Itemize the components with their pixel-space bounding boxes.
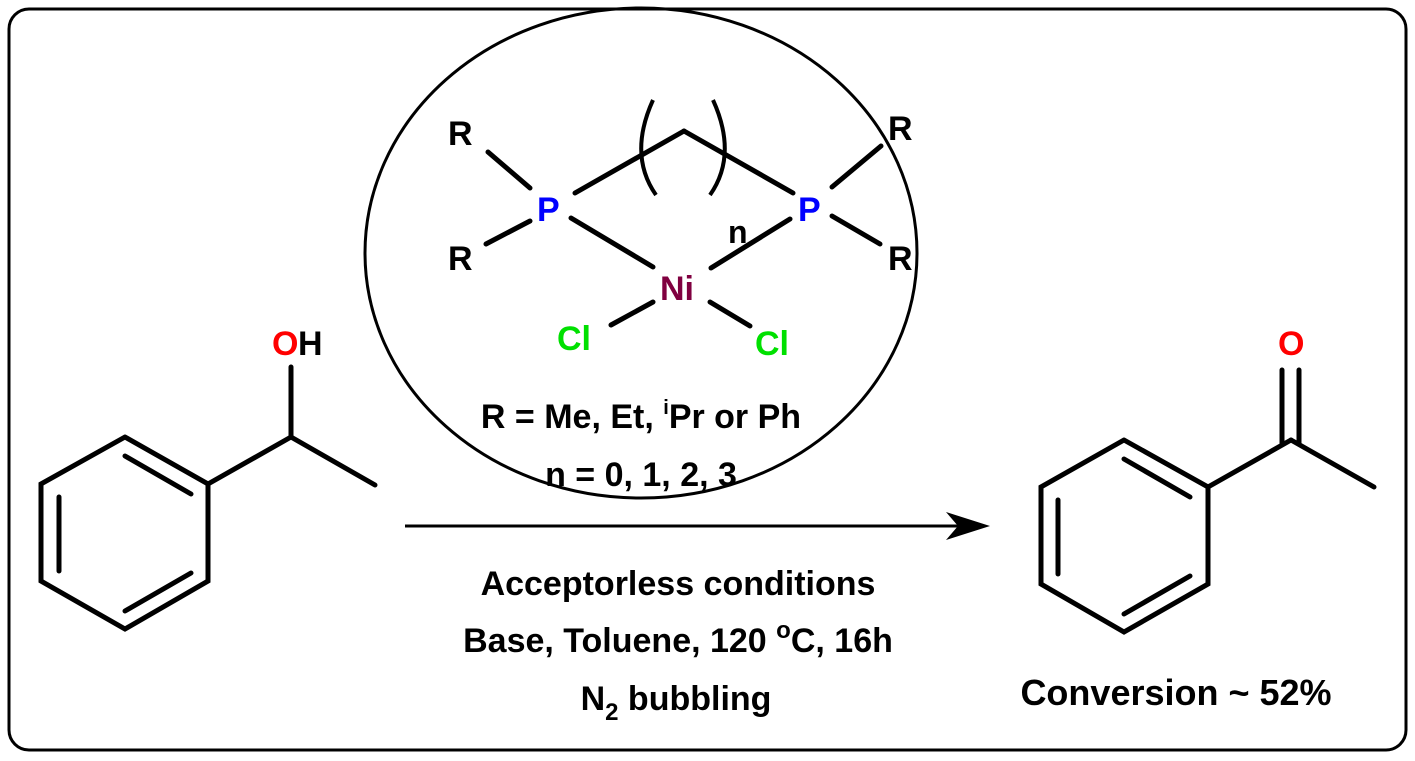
catalyst-phosphorus-right: P [798, 191, 821, 229]
catalyst-chlorine-left: Cl [557, 320, 591, 358]
catalyst-r-definition: R = Me, Et, iPr or Ph [481, 397, 801, 436]
catalyst-nickel: Ni [660, 270, 694, 308]
catalyst-chlorine-right: Cl [755, 325, 789, 363]
catalyst-r-top-right: R [888, 110, 913, 148]
scheme-frame [7, 7, 1408, 752]
catalyst-n-definition: n = 0, 1, 2, 3 [545, 456, 737, 494]
conditions-line-1: Acceptorless conditions [481, 565, 876, 603]
catalyst-phosphorus-left: P [537, 191, 560, 229]
product-oxygen-label: O [1278, 325, 1304, 363]
reactant-structure: O H [38, 325, 378, 632]
product-structure: O [1038, 325, 1377, 635]
reactant-oxygen-label: O [272, 325, 298, 363]
catalyst-structure: n R R R R P P Ni Cl Cl R = Me, Et, iPr o… [448, 99, 913, 494]
reactant-hydrogen-label: H [298, 325, 323, 363]
product-conversion: Conversion ~ 52% [1020, 672, 1331, 713]
catalyst-r-top-left: R [448, 115, 473, 153]
reaction-arrow [405, 512, 990, 540]
catalyst-r-bottom-left: R [448, 240, 473, 278]
catalyst-r-bottom-right: R [888, 240, 913, 278]
catalyst-n-subscript: n [728, 214, 748, 250]
conditions-line-3: N2 bubbling [581, 680, 772, 726]
conditions-line-2: Base, Toluene, 120 oC, 16h [463, 617, 893, 660]
catalyst-ellipse [363, 6, 919, 500]
